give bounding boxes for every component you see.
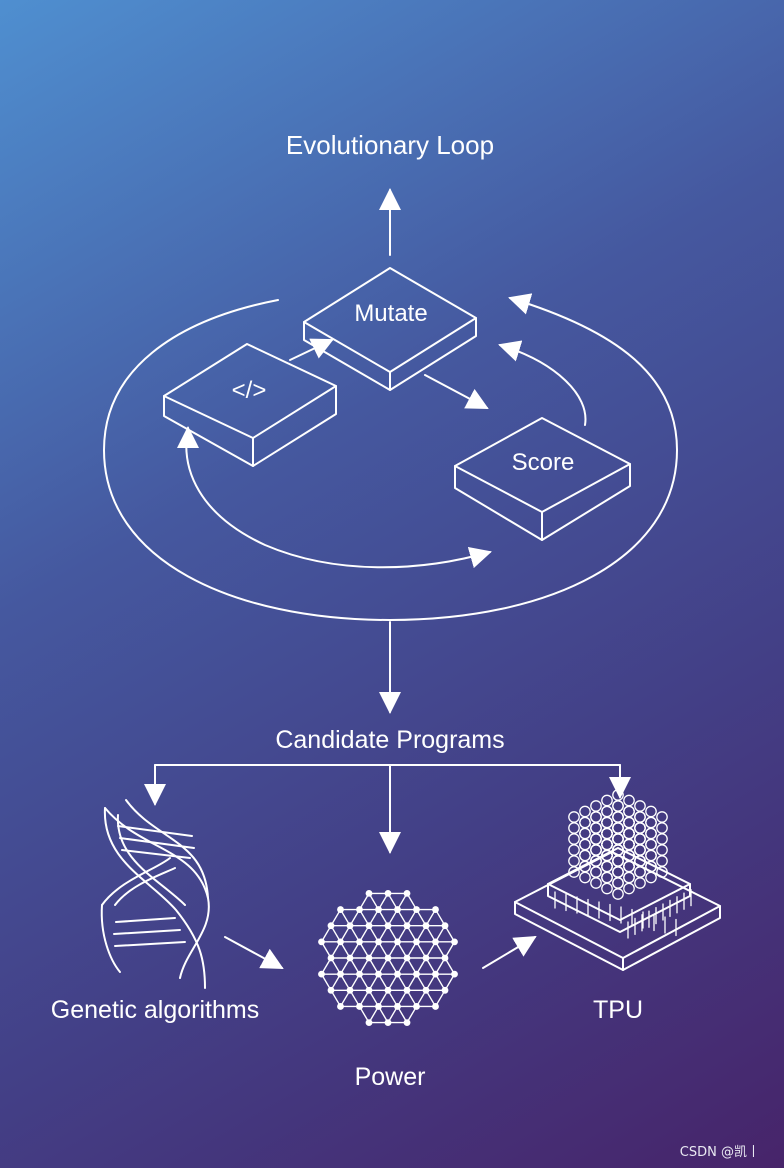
arrow-code-to-mutate: [289, 338, 334, 361]
arrow-mutate-to-score: [424, 374, 489, 409]
diagram-title: Evolutionary Loop: [286, 130, 494, 160]
dna-helix-icon: [100, 799, 210, 989]
arrow-power-to-tpu: [482, 935, 537, 969]
mutate-label: Mutate: [354, 300, 427, 327]
score-label: Score: [512, 449, 575, 476]
power-label: Power: [355, 1063, 426, 1091]
score-box: Score: [454, 417, 631, 541]
tpu-chip-icon: [514, 789, 721, 971]
network-hexagon-icon: [318, 890, 458, 1026]
inner-loop-arc-right: [498, 340, 587, 426]
outer-loop-ring: [103, 293, 678, 621]
code-symbol-label: </>: [232, 377, 267, 404]
tpu-label: TPU: [593, 996, 643, 1024]
code-box: </>: [163, 343, 337, 467]
mutate-box: Mutate: [303, 267, 477, 391]
arrow-genetic-to-power: [224, 936, 284, 969]
candidate-programs-label: Candidate Programs: [275, 726, 504, 754]
inner-loop-arc-bottom: [185, 427, 492, 569]
watermark: CSDN @凯丨: [679, 1145, 760, 1160]
genetic-algorithms-label: Genetic algorithms: [51, 996, 259, 1024]
